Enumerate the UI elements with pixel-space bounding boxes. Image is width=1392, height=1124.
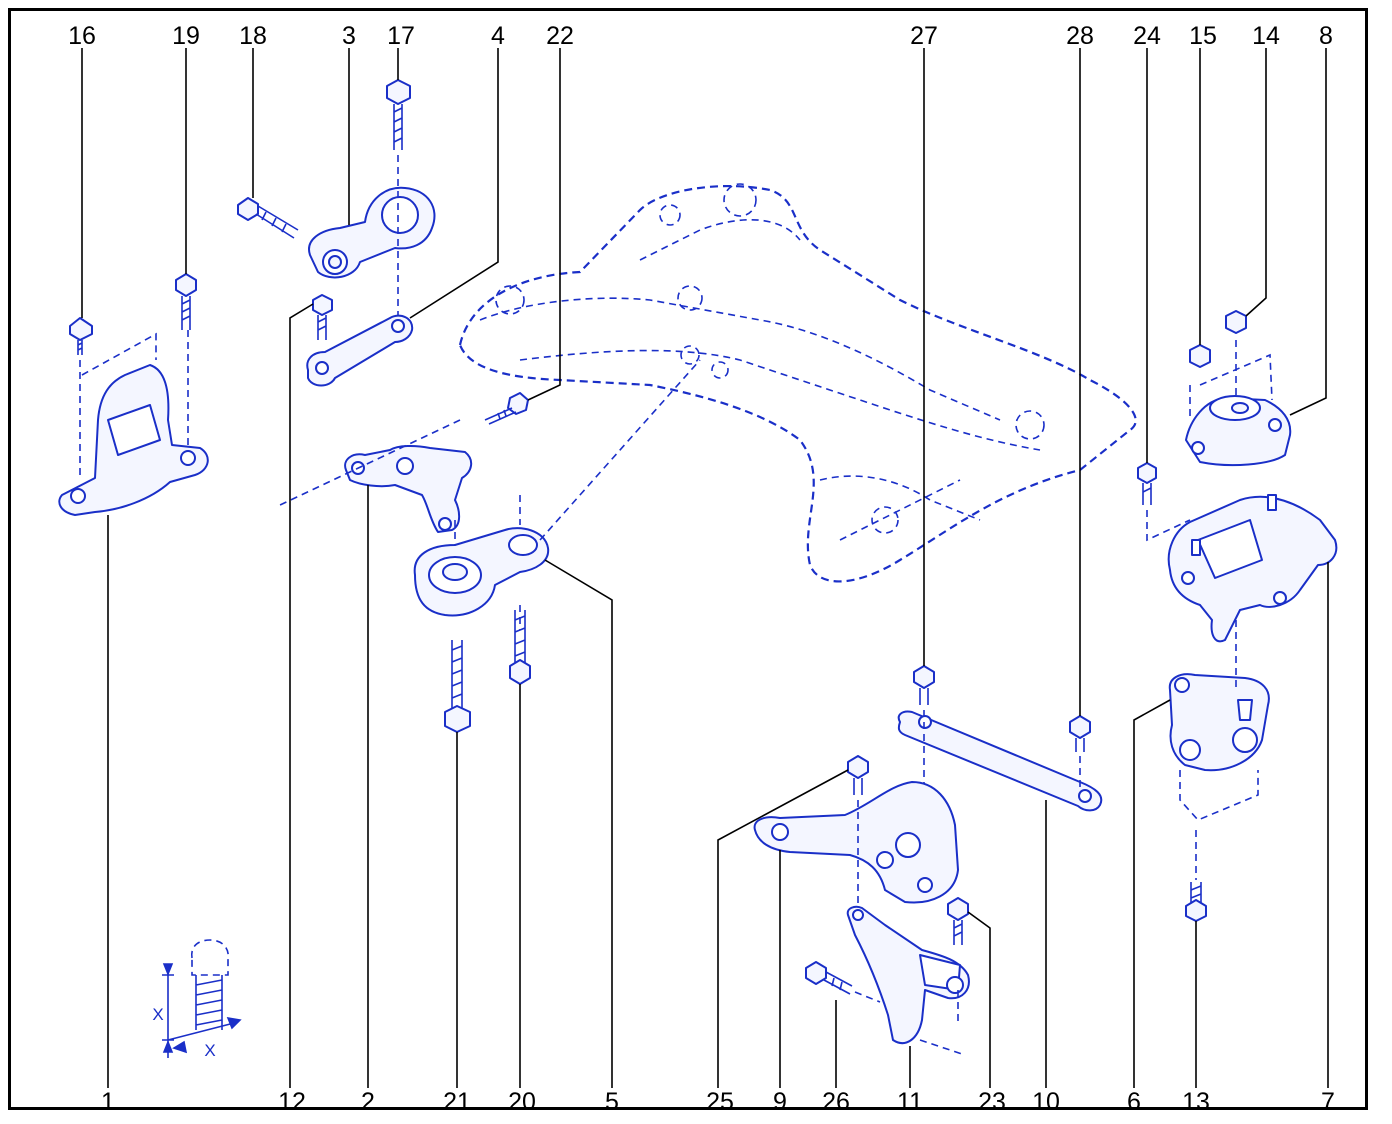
callout-5: 5: [605, 1088, 619, 1116]
part-3-torque-rod: [308, 186, 436, 279]
part-7-right-bracket: [1167, 494, 1338, 643]
part-23-bolt: [947, 897, 969, 945]
callout-3: 3: [342, 22, 356, 50]
part-22-bolt: [484, 392, 529, 425]
part-12-bolt: [312, 294, 333, 340]
part-19-bolt: [175, 273, 197, 330]
callout-20: 20: [508, 1088, 536, 1116]
part-24-bolt: [1137, 462, 1191, 542]
callout-6: 6: [1127, 1088, 1141, 1116]
part-10-crossbar: [897, 710, 1103, 812]
callout-15: 15: [1189, 22, 1217, 50]
callout-25: 25: [706, 1088, 734, 1116]
part-5-lower-mount: [413, 359, 701, 630]
callout-2: 2: [361, 1088, 375, 1116]
callout-7: 7: [1321, 1088, 1335, 1116]
part-11-lower-arm: [846, 905, 970, 1056]
part-4-link-bar: [306, 314, 414, 387]
part-6-lower-right-bracket: [1168, 620, 1270, 821]
callouts-bottom: 1 12 2 21 20 5 25 9 26 11 23 10 6 13 7: [101, 1088, 1335, 1116]
callout-12: 12: [278, 1088, 306, 1116]
part-25-bolt: [847, 755, 869, 910]
leaders-bottom: [107, 303, 1329, 1088]
part-18-bolt: [237, 197, 299, 239]
callout-8: 8: [1319, 22, 1333, 50]
callout-4: 4: [491, 22, 505, 50]
callout-26: 26: [822, 1088, 850, 1116]
part-20-bolt: [509, 610, 531, 685]
dimension-label-x-horizontal: X: [204, 1041, 215, 1060]
part-1-left-mount: [58, 330, 209, 516]
part-14-nut: [1225, 310, 1247, 395]
callout-11: 11: [897, 1088, 923, 1116]
callout-18: 18: [239, 22, 267, 50]
leaders-top: [81, 48, 1327, 716]
diagram-frame: [8, 8, 1368, 1110]
dimension-label-x-vertical: X: [152, 1005, 163, 1024]
callout-23: 23: [978, 1088, 1006, 1116]
callouts-top: 16 19 18 3 17 4 22 27 28 24 15 14 8: [68, 22, 1333, 50]
callout-27: 27: [910, 22, 938, 50]
callout-22: 22: [546, 22, 574, 50]
part-16-bolt: [69, 317, 93, 355]
callout-24: 24: [1133, 22, 1161, 50]
callout-21: 21: [443, 1088, 471, 1116]
part-26-bolt: [805, 961, 881, 1003]
part-2-bracket: [279, 419, 473, 533]
callout-16: 16: [68, 22, 96, 50]
part-21-bolt: [444, 640, 471, 733]
callout-28: 28: [1066, 22, 1094, 50]
callout-9: 9: [773, 1088, 787, 1116]
subframe: [458, 183, 1137, 583]
bolt-dimension-inset: [162, 939, 242, 1058]
callout-14: 14: [1252, 22, 1280, 50]
callout-19: 19: [172, 22, 200, 50]
callout-17: 17: [387, 22, 415, 50]
part-9-gearbox-bracket: [753, 781, 959, 904]
part-15-nut: [1189, 344, 1211, 368]
part-8-mount-pad: [1185, 353, 1292, 467]
part-13-bolt: [1185, 830, 1207, 922]
callout-1: 1: [101, 1088, 115, 1116]
callout-10: 10: [1032, 1088, 1060, 1116]
callout-13: 13: [1182, 1088, 1210, 1116]
